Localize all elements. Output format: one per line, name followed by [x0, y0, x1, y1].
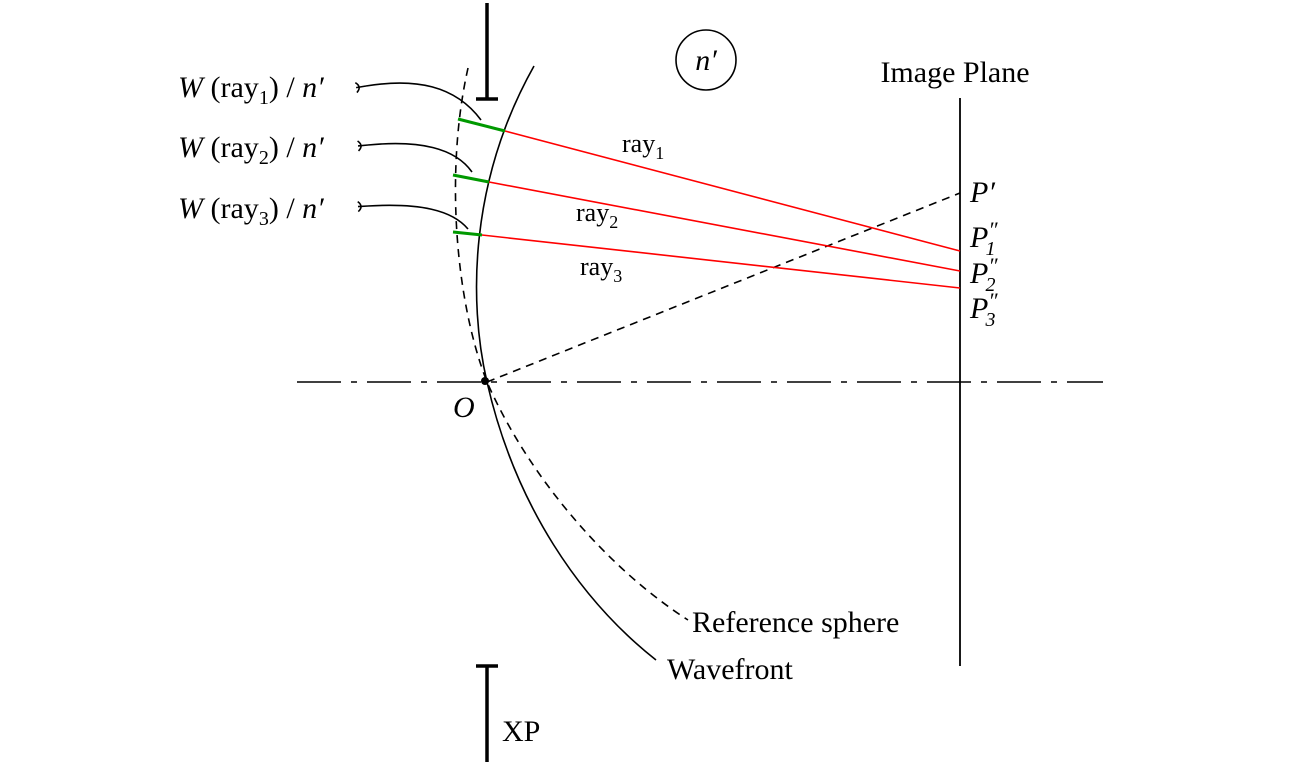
wavefront-label: Wavefront — [667, 653, 794, 686]
image-plane-label: Image Plane — [880, 56, 1029, 89]
medium-label: n′ — [695, 44, 717, 77]
ray-1-line — [504, 130, 961, 252]
w-label-2: W (ray2) / n′ — [178, 131, 324, 169]
ray-1-label: ray1 — [622, 129, 664, 163]
medium-circle — [675, 29, 737, 91]
w-label-3: W (ray3) / n′ — [178, 192, 324, 230]
arrow-w3 — [357, 200, 469, 230]
reference-sphere-label: Reference sphere — [692, 606, 899, 639]
p1-label: P″1 — [969, 217, 998, 260]
arrow-w1 — [354, 81, 482, 121]
chief-ray-line — [486, 192, 961, 383]
p2-label: P″2 — [969, 253, 998, 296]
opd-segment-3 — [452, 230, 483, 237]
ray-3-label: ray3 — [580, 252, 622, 286]
ray-2-label: ray2 — [576, 198, 618, 232]
p-prime-label: P′ — [969, 176, 995, 209]
xp-label: XP — [502, 715, 540, 748]
origin-label: O — [453, 391, 475, 424]
reference-sphere-curve — [454, 67, 689, 621]
w-label-1: W (ray1) / n′ — [178, 71, 324, 109]
p3-label: P″3 — [969, 288, 998, 331]
ray-2-line — [488, 181, 961, 272]
opd-segment-1 — [457, 117, 506, 133]
ray-3-line — [481, 234, 961, 289]
arrow-w2 — [357, 140, 473, 173]
origin-point — [481, 377, 489, 385]
opd-segment-2 — [452, 173, 490, 184]
